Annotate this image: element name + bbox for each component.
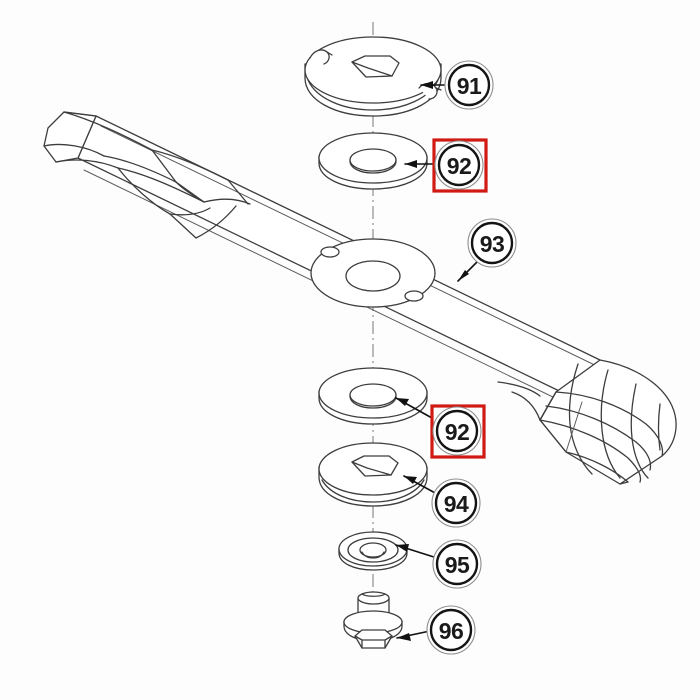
callout-92-upper[interactable]: 92 <box>434 140 484 190</box>
callout-number-label: 94 <box>444 491 469 517</box>
callout-inner-ring <box>435 542 479 586</box>
callout-inner-ring <box>429 608 473 652</box>
callout-94[interactable]: 94 <box>431 478 481 528</box>
leader-lines <box>395 81 482 641</box>
part-92-upper-flat-washer <box>318 132 428 190</box>
callout-inner-ring <box>434 481 478 525</box>
part-93-mower-blade <box>43 111 677 485</box>
callout-number-label: 93 <box>480 231 505 257</box>
callout-inner-ring <box>435 409 479 453</box>
part-96-flange-hex-bolt <box>343 591 403 649</box>
callout-bubbles: 91 92 93 92 94 95 96 <box>426 60 517 655</box>
part-94-spacer-washer <box>318 442 428 507</box>
highlight-box-92-upper <box>432 138 488 193</box>
highlight-boxes <box>430 138 488 459</box>
callout-inner-ring <box>447 63 491 107</box>
part-92-lower-flat-washer <box>318 367 428 425</box>
callout-number-label: 96 <box>439 618 464 644</box>
callout-91[interactable]: 91 <box>444 60 494 110</box>
callout-inner-ring <box>437 143 481 187</box>
callout-96[interactable]: 96 <box>426 605 476 655</box>
part-91-adapter-plate <box>304 36 442 117</box>
callout-number-label: 95 <box>445 552 470 578</box>
part-95-conical-washer <box>338 531 408 571</box>
callout-inner-ring <box>470 221 514 265</box>
callout-93[interactable]: 93 <box>467 218 517 268</box>
callout-95[interactable]: 95 <box>432 539 482 589</box>
highlight-box-92-lower <box>430 404 486 459</box>
callout-number-label: 91 <box>457 73 482 99</box>
callout-92-lower[interactable]: 92 <box>432 406 482 456</box>
callout-number-label: 92 <box>447 153 472 179</box>
callout-number-label: 92 <box>445 419 470 445</box>
